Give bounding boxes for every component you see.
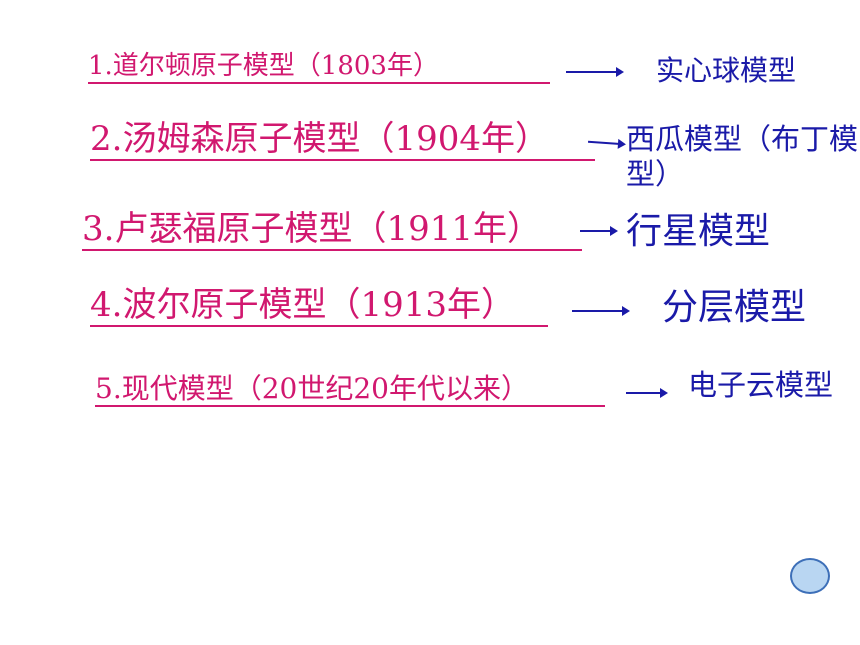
arrow-3-icon: [580, 226, 618, 236]
arrow-1-icon: [566, 67, 624, 77]
model-2-result: 西瓜模型（布丁模型）: [626, 122, 859, 191]
model-3-result: 行星模型: [626, 211, 771, 252]
model-5-result: 电子云模型: [688, 368, 834, 402]
arrow-4-icon: [572, 306, 630, 316]
model-1-result: 实心球模型: [656, 54, 797, 87]
model-4-result: 分层模型: [662, 287, 807, 328]
nav-button[interactable]: [790, 558, 830, 594]
model-2-label: 2.汤姆森原子模型（1904年）: [90, 119, 595, 162]
model-5-label: 5.现代模型（20世纪20年代以来）: [95, 372, 605, 408]
arrow-5-icon: [626, 388, 668, 398]
model-3-label: 3.卢瑟福原子模型（1911年）: [82, 209, 582, 252]
model-4-label: 4.波尔原子模型（1913年）: [90, 285, 548, 328]
model-1-label: 1.道尔顿原子模型（1803年）: [88, 51, 550, 84]
